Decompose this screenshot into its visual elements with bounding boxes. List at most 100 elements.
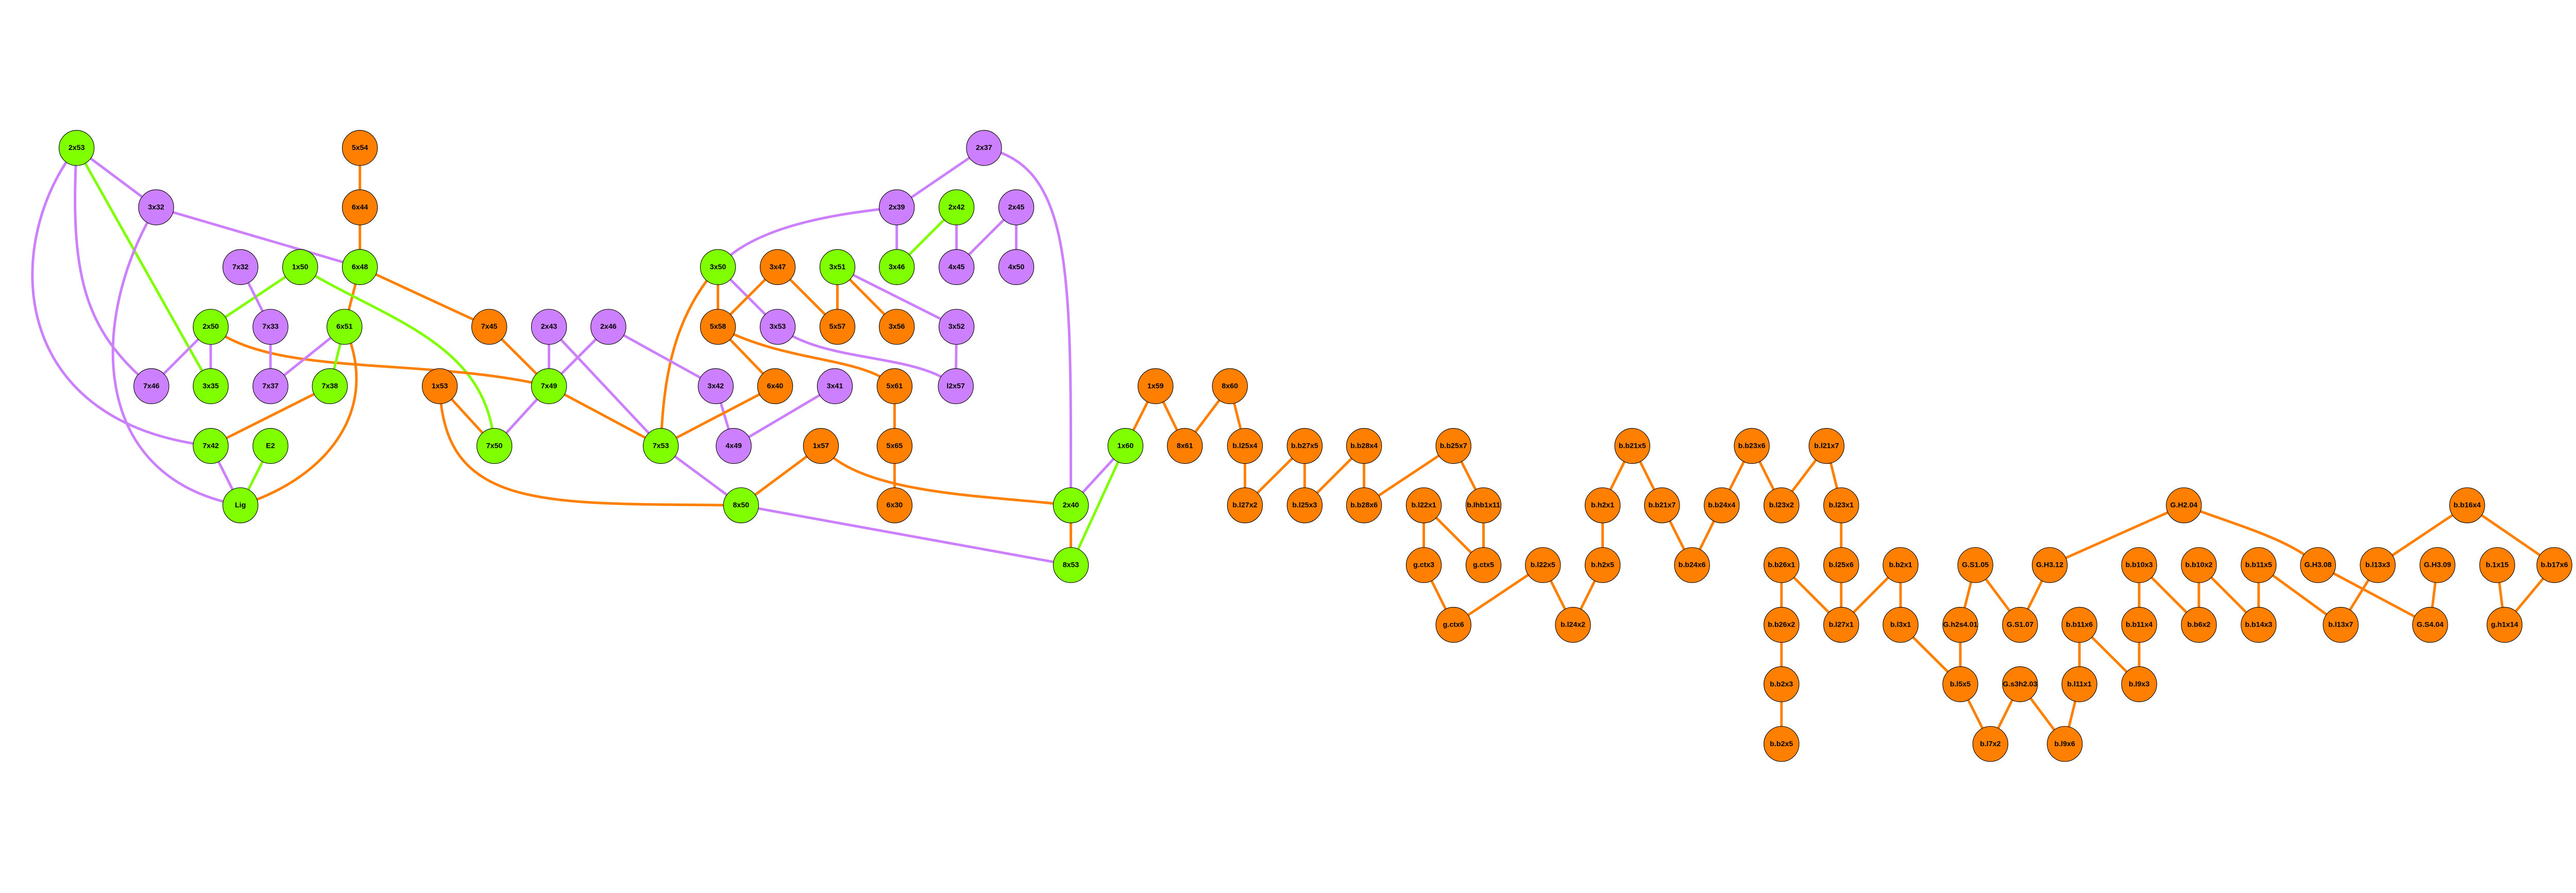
node-b.b21x7[interactable]: b.b21x7 bbox=[1644, 487, 1680, 524]
node-circle[interactable] bbox=[222, 249, 259, 285]
node-E2[interactable]: E2 bbox=[252, 428, 289, 464]
node-circle[interactable] bbox=[2241, 547, 2277, 583]
node-circle[interactable] bbox=[1138, 368, 1174, 405]
node-g.h1x14[interactable]: g.h1x14 bbox=[2486, 606, 2522, 643]
node-1x50[interactable]: 1x50 bbox=[282, 249, 318, 285]
node-G.H3.09[interactable]: G.H3.09 bbox=[2419, 547, 2455, 583]
node-b.l27x2[interactable]: b.l27x2 bbox=[1227, 487, 1263, 524]
node-b.b24x6[interactable]: b.b24x6 bbox=[1674, 547, 1710, 583]
node-b.l7x2[interactable]: b.l7x2 bbox=[1972, 726, 2008, 762]
node-b.b2x5[interactable]: b.b2x5 bbox=[1764, 726, 1800, 762]
node-circle[interactable] bbox=[878, 309, 915, 345]
node-circle[interactable] bbox=[2061, 666, 2097, 702]
node-circle[interactable] bbox=[2061, 606, 2097, 643]
node-circle[interactable] bbox=[878, 189, 915, 226]
node-circle[interactable] bbox=[1808, 428, 1844, 464]
node-circle[interactable] bbox=[1823, 547, 1859, 583]
node-3x32[interactable]: 3x32 bbox=[138, 189, 174, 226]
node-g.ctx6[interactable]: g.ctx6 bbox=[1435, 606, 1471, 643]
node-circle[interactable] bbox=[1674, 547, 1710, 583]
node-b.l11x1[interactable]: b.l11x1 bbox=[2061, 666, 2097, 702]
node-circle[interactable] bbox=[2412, 606, 2448, 643]
node-b.l13x3[interactable]: b.l13x3 bbox=[2360, 547, 2396, 583]
node-b.l9x6[interactable]: b.l9x6 bbox=[2047, 726, 2083, 762]
node-4x50[interactable]: 4x50 bbox=[998, 249, 1035, 285]
node-circle[interactable] bbox=[966, 130, 1002, 166]
node-b.l25x4[interactable]: b.l25x4 bbox=[1227, 428, 1263, 464]
node-circle[interactable] bbox=[1764, 726, 1800, 762]
node-circle[interactable] bbox=[1346, 428, 1382, 464]
node-circle[interactable] bbox=[471, 309, 507, 345]
node-G.H3.12[interactable]: G.H3.12 bbox=[2031, 547, 2068, 583]
node-7x50[interactable]: 7x50 bbox=[476, 428, 513, 464]
node-circle[interactable] bbox=[876, 428, 913, 464]
node-g.ctx5[interactable]: g.ctx5 bbox=[1465, 547, 1502, 583]
node-2x43[interactable]: 2x43 bbox=[531, 309, 567, 345]
node-5x65[interactable]: 5x65 bbox=[876, 428, 913, 464]
node-circle[interactable] bbox=[700, 249, 736, 285]
node-2x50[interactable]: 2x50 bbox=[193, 309, 229, 345]
node-circle[interactable] bbox=[1585, 547, 1621, 583]
node-b.b2x1[interactable]: b.b2x1 bbox=[1883, 547, 1919, 583]
node-g.ctx3[interactable]: g.ctx3 bbox=[1405, 547, 1442, 583]
node-b.l25x3[interactable]: b.l25x3 bbox=[1286, 487, 1323, 524]
node-4x45[interactable]: 4x45 bbox=[938, 249, 975, 285]
node-circle[interactable] bbox=[938, 368, 974, 405]
node-circle[interactable] bbox=[1212, 368, 1248, 405]
node-3x35[interactable]: 3x35 bbox=[193, 368, 229, 405]
node-b.b26x2[interactable]: b.b26x2 bbox=[1764, 606, 1800, 643]
node-b.b28x6[interactable]: b.b28x6 bbox=[1346, 487, 1382, 524]
node-circle[interactable] bbox=[1405, 487, 1442, 524]
node-b.b16x4[interactable]: b.b16x4 bbox=[2449, 487, 2485, 524]
node-b.b26x1[interactable]: b.b26x1 bbox=[1764, 547, 1800, 583]
node-circle[interactable] bbox=[1823, 487, 1859, 524]
node-circle[interactable] bbox=[998, 189, 1035, 226]
node-circle[interactable] bbox=[2300, 547, 2336, 583]
node-circle[interactable] bbox=[1942, 666, 1978, 702]
node-7x33[interactable]: 7x33 bbox=[252, 309, 289, 345]
node-circle[interactable] bbox=[2002, 666, 2038, 702]
node-circle[interactable] bbox=[1435, 606, 1471, 643]
node-3x41[interactable]: 3x41 bbox=[817, 368, 853, 405]
node-b.b27x5[interactable]: b.b27x5 bbox=[1286, 428, 1323, 464]
node-circle[interactable] bbox=[2121, 666, 2157, 702]
node-b.l3x1[interactable]: b.l3x1 bbox=[1883, 606, 1919, 643]
node-5x54[interactable]: 5x54 bbox=[342, 130, 378, 166]
node-6x48[interactable]: 6x48 bbox=[342, 249, 378, 285]
node-circle[interactable] bbox=[2166, 487, 2202, 524]
node-G.H3.08[interactable]: G.H3.08 bbox=[2300, 547, 2336, 583]
node-circle[interactable] bbox=[531, 368, 567, 405]
node-circle[interactable] bbox=[1227, 487, 1263, 524]
node-circle[interactable] bbox=[1465, 547, 1502, 583]
node-4x49[interactable]: 4x49 bbox=[716, 428, 752, 464]
node-circle[interactable] bbox=[1227, 428, 1263, 464]
node-circle[interactable] bbox=[938, 249, 975, 285]
node-circle[interactable] bbox=[193, 309, 229, 345]
node-circle[interactable] bbox=[803, 428, 839, 464]
node-circle[interactable] bbox=[757, 368, 793, 405]
node-circle[interactable] bbox=[998, 249, 1035, 285]
node-circle[interactable] bbox=[2360, 547, 2396, 583]
node-circle[interactable] bbox=[342, 249, 378, 285]
node-8x50[interactable]: 8x50 bbox=[723, 487, 759, 524]
node-circle[interactable] bbox=[2047, 726, 2083, 762]
node-circle[interactable] bbox=[1053, 487, 1089, 524]
node-7x46[interactable]: 7x46 bbox=[133, 368, 170, 405]
node-b.b11x4[interactable]: b.b11x4 bbox=[2121, 606, 2157, 643]
node-circle[interactable] bbox=[876, 368, 913, 405]
node-circle[interactable] bbox=[1972, 726, 2008, 762]
node-circle[interactable] bbox=[531, 309, 567, 345]
node-b.l13x7[interactable]: b.l13x7 bbox=[2323, 606, 2359, 643]
node-1x57[interactable]: 1x57 bbox=[803, 428, 839, 464]
node-circle[interactable] bbox=[421, 368, 458, 405]
node-3x51[interactable]: 3x51 bbox=[819, 249, 856, 285]
node-1x59[interactable]: 1x59 bbox=[1138, 368, 1174, 405]
node-b.b10x3[interactable]: b.b10x3 bbox=[2121, 547, 2157, 583]
node-b.b14x3[interactable]: b.b14x3 bbox=[2241, 606, 2277, 643]
node-circle[interactable] bbox=[1957, 547, 1993, 583]
node-circle[interactable] bbox=[252, 428, 289, 464]
node-circle[interactable] bbox=[2536, 547, 2572, 583]
node-circle[interactable] bbox=[642, 428, 679, 464]
node-b.l24x2[interactable]: b.l24x2 bbox=[1555, 606, 1591, 643]
node-1x60[interactable]: 1x60 bbox=[1107, 428, 1144, 464]
